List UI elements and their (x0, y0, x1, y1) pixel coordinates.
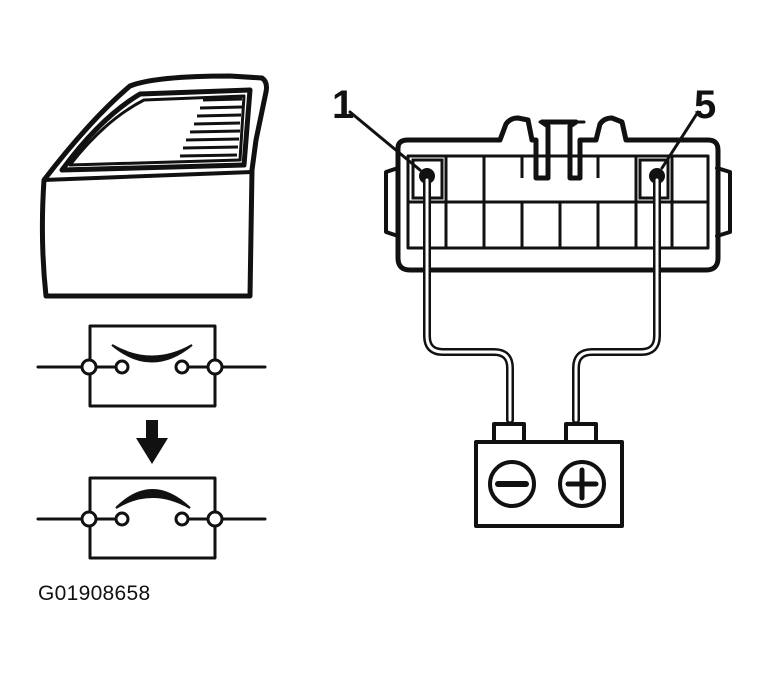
leader-line-left (348, 110, 422, 172)
pin-label-right: 5 (694, 83, 716, 127)
battery (474, 422, 624, 528)
window-hatch (179, 89, 244, 158)
car-door-icon (39, 73, 269, 299)
leader-line-right (660, 110, 700, 170)
connector (384, 115, 732, 273)
minus-icon (488, 460, 536, 508)
down-arrow-icon (136, 420, 168, 464)
figure-id: G01908658 (38, 582, 151, 605)
switch-open-icon (36, 324, 267, 408)
switch-closed-icon (36, 476, 267, 560)
test-leads (423, 176, 661, 424)
pin-label-left: 1 (332, 83, 354, 127)
plus-icon (558, 460, 606, 508)
